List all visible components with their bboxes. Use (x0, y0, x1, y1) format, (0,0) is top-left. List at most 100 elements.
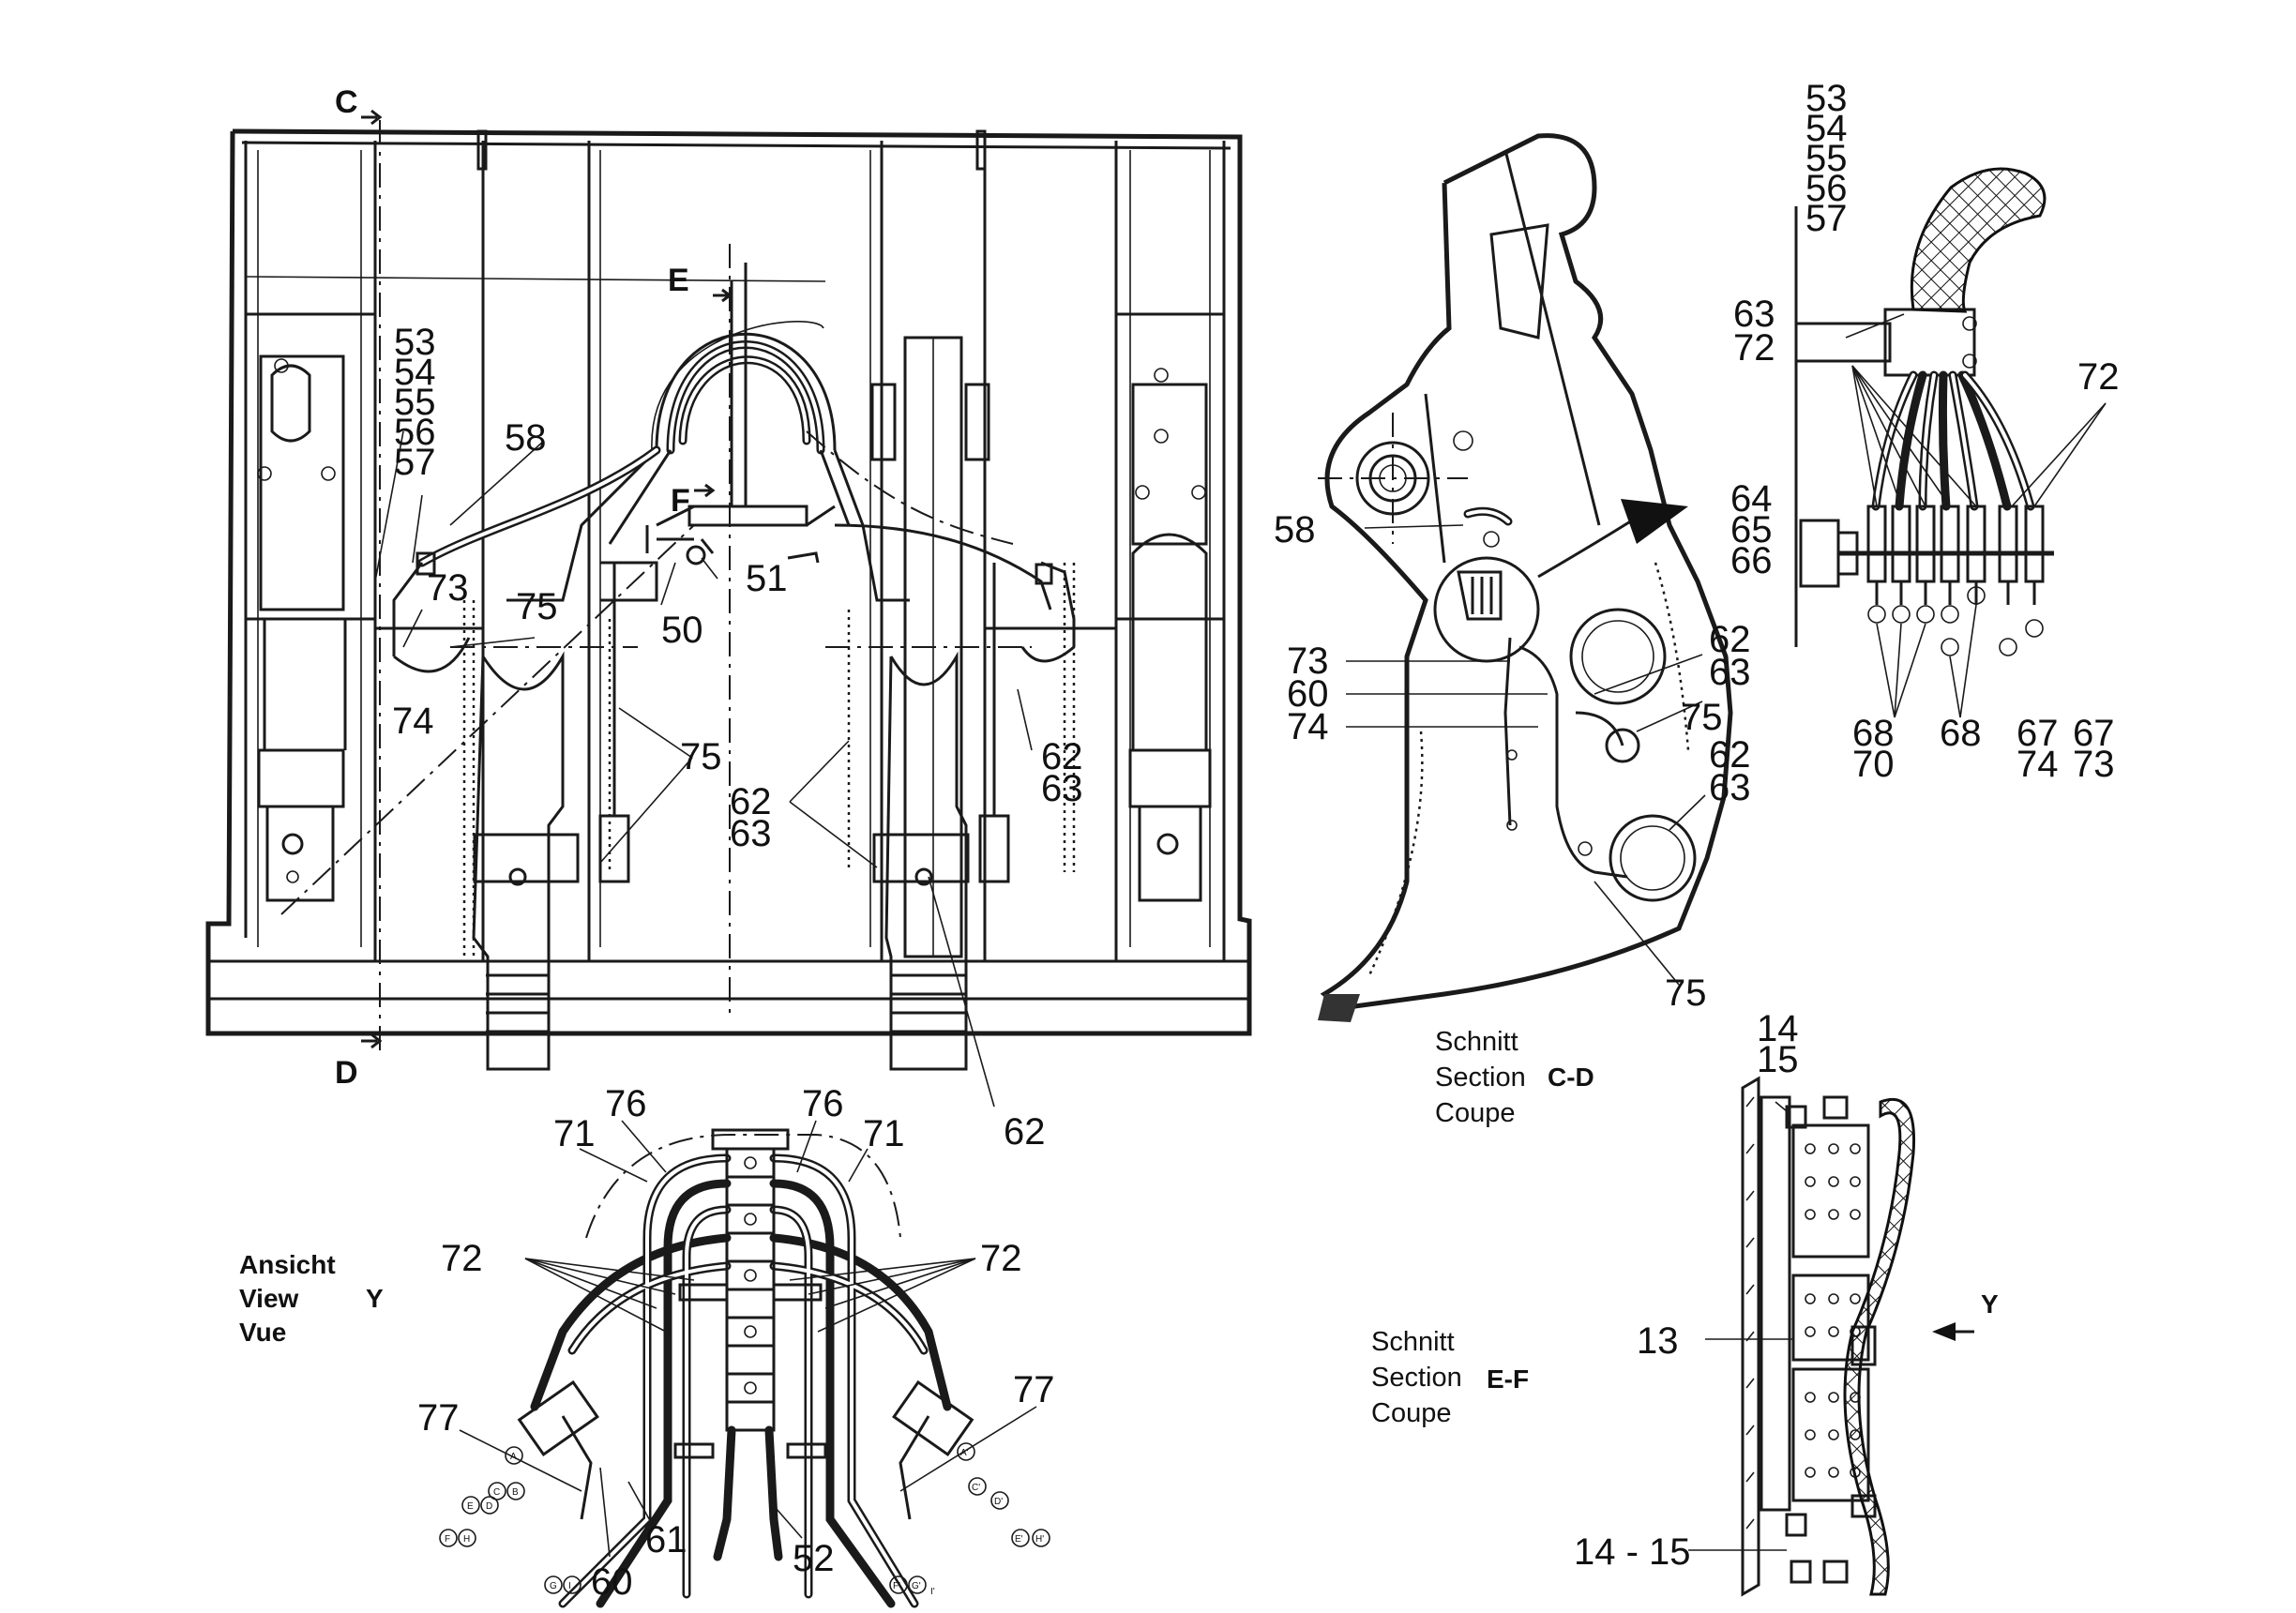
section-ef-labels: 14 15 13 14 - 15 Y Schnitt Section E-F C… (1371, 1008, 1999, 1573)
callout-67-b: 67 (2073, 713, 2115, 754)
callout-63: 63 (730, 813, 772, 854)
callout-62: 62 (730, 781, 772, 822)
callout-63-detail: 63 (1733, 294, 1775, 335)
callout-73-detail: 73 (2073, 744, 2115, 785)
section-ef-code: E-F (1487, 1364, 1529, 1394)
callout-58: 58 (505, 417, 547, 459)
port-letter: C' (972, 1483, 980, 1493)
port-letter: A (510, 1452, 517, 1462)
callout-60-view-y: 60 (591, 1561, 633, 1603)
view-y-diagram (439, 1120, 1050, 1608)
detail-valve-labels: 53 54 55 56 57 63 72 72 64 65 66 68 70 6… (1730, 78, 2120, 785)
detail-valve-view (1794, 167, 2107, 718)
view-y-title-en: View (239, 1284, 299, 1313)
callout-76-right: 76 (802, 1083, 844, 1124)
port-letter: H (463, 1534, 470, 1545)
callout-73-cd: 73 (1287, 641, 1329, 682)
callout-72-view-y-right: 72 (980, 1238, 1022, 1279)
section-cd-code: C-D (1548, 1063, 1594, 1092)
section-ef-view (1688, 1076, 1974, 1597)
section-cd-title-fr: Coupe (1435, 1098, 1515, 1128)
callout-70: 70 (1852, 744, 1895, 785)
callout-14-15: 14 - 15 (1574, 1531, 1691, 1573)
port-letter: G (550, 1581, 557, 1591)
view-y-title-de: Ansicht (239, 1250, 336, 1279)
callout-61: 61 (645, 1519, 687, 1560)
callout-76: 76 (605, 1083, 647, 1124)
port-letter: B (512, 1487, 519, 1498)
callout-63-cd-lower: 63 (1709, 767, 1751, 808)
callout-62-bottom: 62 (1004, 1111, 1046, 1153)
callout-63-right: 63 (1041, 768, 1083, 809)
callout-15: 15 (1757, 1039, 1799, 1080)
callout-56-detail: 56 (1805, 168, 1848, 209)
section-cd-view (1318, 133, 1733, 1022)
callout-60-cd: 60 (1287, 673, 1329, 715)
callout-57-detail: 57 (1805, 198, 1848, 239)
callout-74-cd: 74 (1287, 706, 1329, 747)
port-letter: E' (1015, 1534, 1023, 1545)
callout-64: 64 (1730, 478, 1773, 520)
view-y-code: Y (366, 1284, 384, 1313)
callout-51: 51 (746, 558, 788, 599)
view-y-title-fr: Vue (239, 1318, 286, 1347)
callout-53-detail: 53 (1805, 78, 1848, 119)
section-ef-title-fr: Coupe (1371, 1398, 1451, 1428)
section-ef-title-de: Schnitt (1371, 1327, 1455, 1357)
callout-62-cd-lower: 62 (1709, 734, 1751, 776)
callout-71: 71 (553, 1113, 596, 1154)
callout-68: 68 (1852, 713, 1895, 754)
port-letter: C (493, 1487, 500, 1498)
callout-52: 52 (793, 1538, 835, 1579)
callout-55-detail: 55 (1805, 138, 1848, 179)
callout-74: 74 (392, 701, 434, 742)
callout-58-cd: 58 (1274, 509, 1316, 550)
callout-77: 77 (417, 1397, 460, 1439)
callout-14: 14 (1757, 1008, 1799, 1049)
callout-63-cd: 63 (1709, 652, 1751, 693)
callout-75: 75 (516, 586, 558, 627)
callout-13: 13 (1637, 1320, 1679, 1362)
callout-62-cd: 62 (1709, 619, 1751, 660)
main-view-labels: C D E F 53 54 55 56 57 58 73 74 75 50 51… (335, 84, 1083, 1153)
view-y-labels: 76 76 71 71 72 72 77 77 60 61 52 Ansicht… (239, 1083, 1055, 1603)
callout-75-cd-lower: 75 (1665, 972, 1707, 1014)
port-letter: F' (893, 1581, 900, 1591)
section-ef-title-en: Section (1371, 1363, 1462, 1393)
main-front-view (205, 109, 1252, 1108)
section-d-marker: D (335, 1055, 358, 1091)
callout-56: 56 (394, 412, 436, 453)
callout-72-view-y: 72 (441, 1238, 483, 1279)
callout-68-b: 68 (1940, 713, 1982, 754)
section-e-marker: E (668, 263, 689, 298)
callout-75-cd: 75 (1681, 697, 1723, 738)
callout-74-detail: 74 (2017, 744, 2059, 785)
fitting-row (1866, 505, 2045, 583)
section-cd-title-en: Section (1435, 1063, 1526, 1093)
callout-72-detail: 72 (1733, 327, 1775, 369)
bolt-grid (1805, 1143, 1861, 1478)
callout-73: 73 (427, 567, 469, 609)
section-cd-labels: 58 73 60 74 62 63 75 62 63 75 Schnitt Se… (1274, 509, 1751, 1128)
port-letter: D' (994, 1497, 1003, 1507)
callout-66: 66 (1730, 540, 1773, 581)
callout-77-right: 77 (1013, 1369, 1055, 1410)
port-letter: F (445, 1534, 450, 1545)
callout-55: 55 (394, 382, 436, 423)
callout-75-lower: 75 (680, 736, 722, 777)
section-c-marker: C (335, 84, 358, 120)
callout-53: 53 (394, 322, 436, 363)
callout-57: 57 (394, 442, 436, 483)
port-letter: D (486, 1501, 492, 1512)
callout-50: 50 (661, 610, 703, 651)
section-ef-arrow-label: Y (1981, 1289, 1999, 1319)
port-letter: H' (1035, 1534, 1044, 1545)
port-letter: G' (912, 1581, 921, 1591)
callout-62-right: 62 (1041, 736, 1083, 777)
callout-54-detail: 54 (1805, 108, 1848, 149)
callout-65: 65 (1730, 509, 1773, 550)
callout-72-detail-right: 72 (2077, 356, 2120, 398)
port-letter: E (467, 1501, 474, 1512)
port-letter: I (568, 1581, 571, 1591)
